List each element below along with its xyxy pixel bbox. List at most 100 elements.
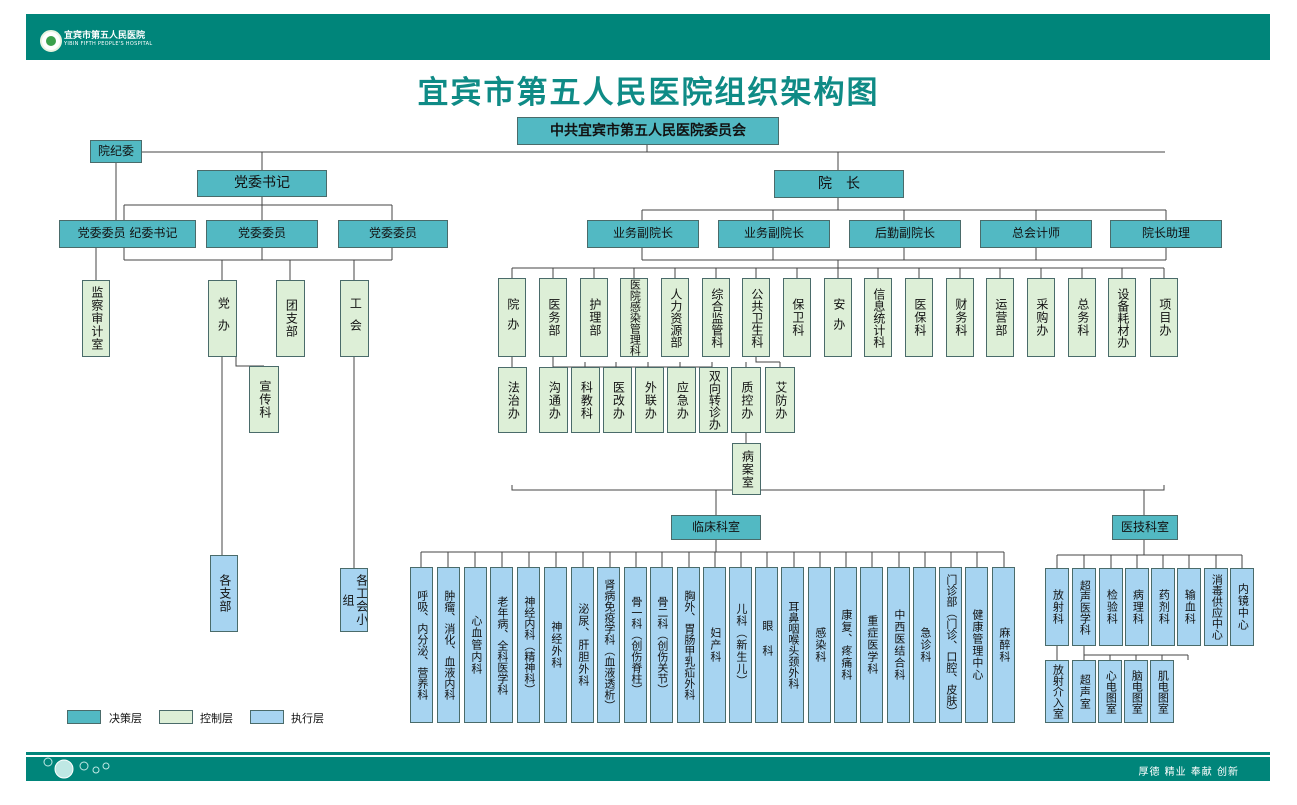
party-member-box-1: 党委委员 纪委书记 (59, 220, 196, 248)
union-groups-box: 各工会小组 (340, 568, 368, 632)
quality-office-box: 质控办 (731, 367, 761, 433)
party-member-box-2: 党委委员 (206, 220, 318, 248)
admin-dept-17: 项目办 (1150, 278, 1178, 357)
medtech-dept-6: 输血科 (1177, 568, 1201, 646)
clinical-dept-18: 重症医学科 (860, 567, 883, 723)
legend-label-control: 控制层 (200, 712, 233, 725)
party-member-box-3: 党委委员 (338, 220, 448, 248)
medtech-dept-2: 超声医学科 (1072, 568, 1096, 646)
clinical-dept-9: 骨一科（创伤脊柱） (624, 567, 647, 723)
medtech-departments-box: 医技科室 (1112, 515, 1178, 540)
admin-dept-8: 保卫科 (783, 278, 811, 357)
admin-dept-6: 综合监管科 (702, 278, 730, 357)
admin-dept-9: 安办 (824, 278, 852, 357)
medtech-sub-1: 放射介入室 (1045, 660, 1069, 723)
clinical-dept-21: 门诊部（门诊、口腔、皮肤） (939, 567, 962, 723)
legend-swatch-execute (250, 710, 284, 724)
clinical-departments-box: 临床科室 (671, 515, 761, 540)
aids-office-box: 艾防办 (765, 367, 795, 433)
hospital-name: 宜宾市第五人民医院 (64, 31, 146, 41)
clinical-dept-8: 肾病免疫学科（血液透析） (597, 567, 620, 723)
medtech-sub-2: 超声室 (1072, 660, 1096, 723)
youth-league-box: 团支部 (276, 280, 305, 357)
admin-dept-3: 护理部 (580, 278, 608, 357)
legend-label-execute: 执行层 (291, 712, 324, 725)
clinical-dept-3: 心血管内科 (464, 567, 487, 723)
clinical-dept-1: 呼吸、内分泌、营养科 (410, 567, 433, 723)
union-box: 工会 (340, 280, 369, 357)
referral-office-box: 双向转诊办 (699, 367, 728, 433)
header-bar (26, 14, 1270, 60)
admin-dept-5: 人力资源部 (661, 278, 689, 357)
admin-dept-15: 总务科 (1068, 278, 1096, 357)
bubbles-decoration-icon (43, 757, 110, 779)
emergency-office-box: 应急办 (667, 367, 696, 433)
party-secretary-box: 党委书记 (197, 170, 327, 197)
admin-dept-1: 院办 (498, 278, 526, 357)
legend-swatch-control (159, 710, 193, 724)
vice-president-box-1: 业务副院长 (587, 220, 699, 248)
external-office-box: 外联办 (635, 367, 664, 433)
medtech-sub-4: 脑电图室 (1124, 660, 1148, 723)
audit-office-box: 监察审计室 (82, 280, 110, 357)
party-branches-box: 各支部 (210, 555, 238, 632)
party-office-box: 党办 (208, 280, 237, 357)
admin-dept-16: 设备耗材办 (1108, 278, 1136, 357)
clinical-dept-19: 中西医结合科 (887, 567, 910, 723)
medtech-sub-3: 心电图室 (1098, 660, 1122, 723)
legend-swatch-decision (67, 710, 101, 724)
clinical-dept-23: 麻醉科 (992, 567, 1015, 723)
medtech-dept-1: 放射科 (1045, 568, 1069, 646)
clinical-dept-4: 老年病、全科医学科 (490, 567, 513, 723)
clinical-dept-6: 神经外科 (544, 567, 567, 723)
medtech-dept-7: 消毒供应中心 (1204, 568, 1228, 646)
medtech-dept-4: 病理科 (1125, 568, 1149, 646)
footer-motto: 厚德 精业 奉献 创新 (1138, 767, 1239, 778)
education-dept-box: 科教科 (571, 367, 600, 433)
clinical-dept-15: 耳鼻咽喉头颈外科 (781, 567, 804, 723)
logistics-vp-box: 后勤副院长 (849, 220, 961, 248)
clinical-dept-13: 儿科（新生儿） (729, 567, 752, 723)
discipline-committee-box: 院纪委 (90, 140, 142, 163)
clinical-dept-16: 感染科 (808, 567, 831, 723)
admin-dept-4: 医院感染管理科 (620, 278, 648, 357)
clinical-dept-12: 妇产科 (703, 567, 726, 723)
admin-dept-10: 信息统计科 (864, 278, 892, 357)
reform-office-box: 医改办 (603, 367, 632, 433)
party-committee-box: 中共宜宾市第五人民医院委员会 (517, 117, 779, 145)
clinical-dept-22: 健康管理中心 (965, 567, 988, 723)
hospital-name-en: YIBIN FIFTH PEOPLE'S HOSPITAL (64, 41, 153, 47)
clinical-dept-11: 胸外、胃肠甲乳疝外科 (677, 567, 700, 723)
admin-dept-14: 采购办 (1027, 278, 1055, 357)
clinical-dept-14: 眼科 (755, 567, 778, 723)
footer-line (26, 752, 1270, 755)
medtech-dept-5: 药剂科 (1151, 568, 1175, 646)
legend-label-decision: 决策层 (109, 712, 142, 725)
footer-bar (26, 757, 1270, 781)
communication-office-box: 沟通办 (539, 367, 568, 433)
clinical-dept-20: 急诊科 (913, 567, 936, 723)
medtech-sub-5: 肌电图室 (1150, 660, 1174, 723)
president-assistant-box: 院长助理 (1110, 220, 1222, 248)
admin-dept-12: 财务科 (946, 278, 974, 357)
clinical-dept-7: 泌尿、肝胆外科 (571, 567, 594, 723)
admin-dept-7: 公共卫生科 (742, 278, 770, 357)
medtech-dept-3: 检验科 (1099, 568, 1123, 646)
admin-dept-2: 医务部 (539, 278, 567, 357)
chief-accountant-box: 总会计师 (980, 220, 1092, 248)
page-title: 宜宾市第五人民医院组织架构图 (417, 75, 880, 111)
clinical-dept-10: 骨二科（创伤关节） (650, 567, 673, 723)
admin-dept-11: 医保科 (905, 278, 933, 357)
legal-office-box: 法治办 (498, 367, 527, 433)
vice-president-box-2: 业务副院长 (718, 220, 830, 248)
publicity-box: 宣传科 (249, 366, 279, 433)
logo-cross-icon (46, 36, 56, 46)
clinical-dept-2: 肿瘤、消化、血液内科 (437, 567, 460, 723)
hospital-logo-icon (40, 30, 62, 52)
admin-dept-13: 运营部 (986, 278, 1014, 357)
president-box: 院 长 (774, 170, 904, 198)
clinical-dept-17: 康复、疼痛科 (834, 567, 857, 723)
clinical-dept-5: 神经内科（精神科） (517, 567, 540, 723)
